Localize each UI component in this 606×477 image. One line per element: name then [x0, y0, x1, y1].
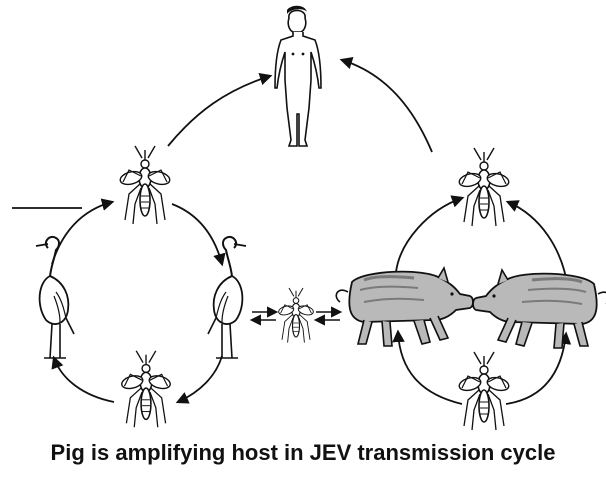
arrow-egret-to-mosquito-bottom	[178, 356, 222, 402]
mosquito-top-left	[119, 146, 171, 224]
diagram-caption: Pig is amplifying host in JEV transmissi…	[0, 440, 606, 466]
arrow-mosquito-to-human-right	[342, 60, 432, 152]
mosquito-center	[278, 288, 315, 343]
egret-left	[36, 237, 74, 358]
arrow-mosquito-to-egret-right	[172, 204, 222, 264]
arrow-mosquito-to-human-left	[168, 76, 270, 146]
human-figure	[275, 6, 321, 146]
arrow-mosquito-bottom-to-egret-left	[54, 358, 114, 402]
mosquito-bottom-left	[120, 351, 171, 427]
pig-left	[336, 268, 473, 346]
arrow-egret-left-to-mosquito-top	[52, 202, 112, 264]
pig-right	[473, 270, 606, 348]
cycle-arrows	[52, 60, 568, 404]
egret-right	[208, 237, 246, 358]
arrow-pig-left-to-mosquito-top	[396, 198, 462, 272]
mosquito-top-right	[458, 148, 510, 226]
mosquito-bottom-right	[458, 352, 510, 430]
